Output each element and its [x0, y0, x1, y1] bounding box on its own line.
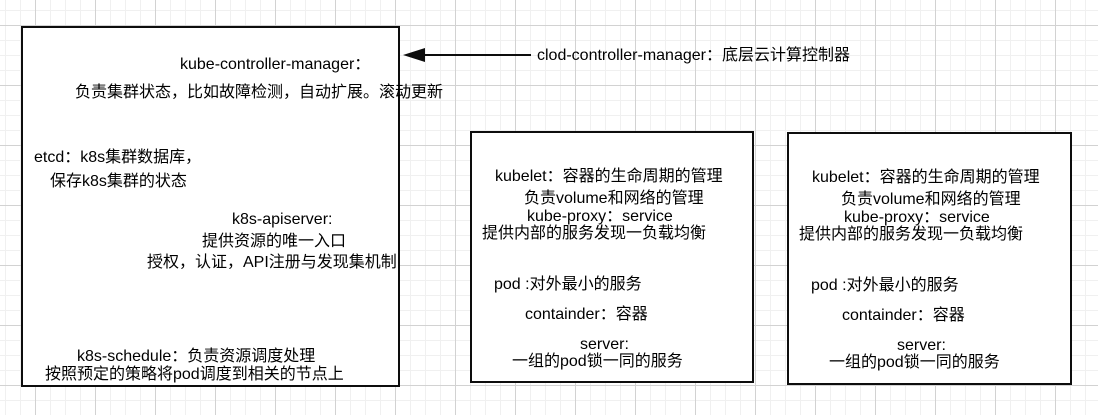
- worker2-line-kubelet: kubelet：容器的生命周期的管理: [812, 169, 1040, 186]
- cloud-controller-annotation[interactable]: clod-controller-manager：底层云计算控制器: [537, 47, 850, 64]
- worker2-line-server: server:: [897, 337, 946, 354]
- worker2-line-pod: pod :对外最小的服务: [811, 277, 959, 294]
- master-node-box[interactable]: kube-controller-manager： 负责集群状态，比如故障检测，自…: [21, 26, 443, 387]
- master-line-apiserver: k8s-apiserver:: [232, 211, 333, 228]
- worker2-line-kube-proxy: kube-proxy：service: [844, 209, 990, 226]
- worker1-line-proxy-desc: 提供内部的服务发现一负载均衡: [482, 225, 707, 242]
- worker1-line-pod: pod :对外最小的服务: [494, 276, 642, 293]
- master-line-schedule-desc: 按照预定的策略将pod调度到相关的节点上: [45, 366, 344, 383]
- worker1-line-kube-proxy: kube-proxy：service: [527, 208, 673, 225]
- master-line-apiserver-desc1: 提供资源的唯一入口: [202, 233, 347, 250]
- worker2-line-container: containder：容器: [842, 307, 965, 324]
- worker1-line-kubelet-desc: 负责volume和网络的管理: [524, 190, 704, 207]
- worker2-line-server-desc: 一组的pod锁一同的服务: [829, 354, 1000, 371]
- worker-node-box-2[interactable]: kubelet：容器的生命周期的管理 负责volume和网络的管理 kube-p…: [787, 132, 1072, 385]
- worker1-line-server: server:: [580, 336, 629, 353]
- master-line-etcd: etcd：k8s集群数据库，: [34, 149, 202, 166]
- master-line-controller-manager: kube-controller-manager：: [180, 56, 371, 73]
- master-line-apiserver-desc2: 授权，认证，API注册与发现集机制: [147, 254, 397, 271]
- worker1-line-server-desc: 一组的pod锁一同的服务: [512, 353, 683, 370]
- master-line-controller-desc: 负责集群状态，比如故障检测，自动扩展。滚动更新: [75, 84, 444, 101]
- worker-node-box-1[interactable]: kubelet：容器的生命周期的管理 负责volume和网络的管理 kube-p…: [470, 131, 754, 383]
- worker2-line-kubelet-desc: 负责volume和网络的管理: [841, 191, 1021, 208]
- left-arrow-icon[interactable]: [401, 46, 533, 64]
- worker2-line-proxy-desc: 提供内部的服务发现一负载均衡: [799, 226, 1024, 243]
- master-line-etcd-desc: 保存k8s集群的状态: [50, 173, 187, 190]
- master-line-schedule: k8s-schedule：负责资源调度处理: [77, 348, 316, 365]
- worker1-line-kubelet: kubelet：容器的生命周期的管理: [495, 168, 723, 185]
- worker1-line-container: containder：容器: [525, 306, 648, 323]
